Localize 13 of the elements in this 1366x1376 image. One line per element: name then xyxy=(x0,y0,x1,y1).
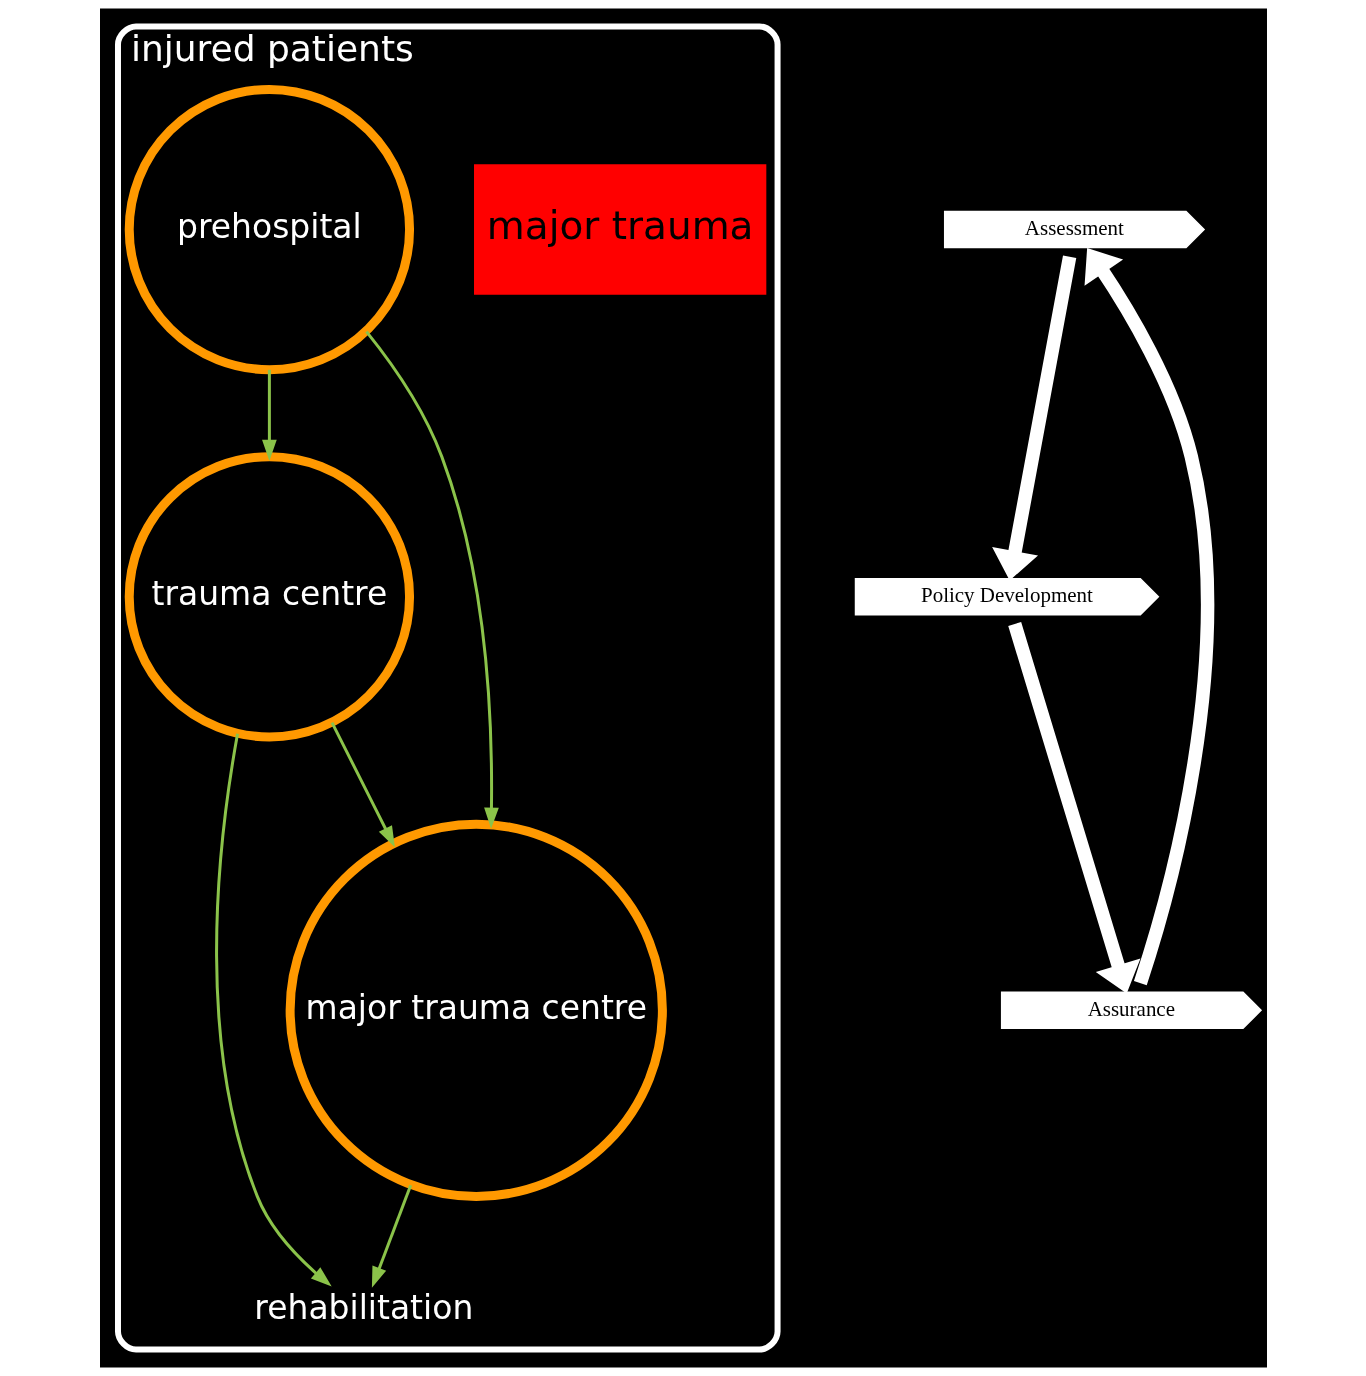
node-circle: trauma centre xyxy=(124,452,414,742)
arrow xyxy=(214,733,332,1287)
arrow xyxy=(1084,248,1214,986)
arrow xyxy=(1007,622,1140,994)
node-box: major trauma xyxy=(473,164,766,295)
node-circle: major trauma centre xyxy=(285,819,667,1201)
arrow xyxy=(261,369,277,461)
node-circle: prehospital xyxy=(124,84,414,375)
arrow xyxy=(991,255,1076,581)
node-text: rehabilitation xyxy=(253,1288,473,1327)
arrow xyxy=(364,330,499,829)
arrow xyxy=(330,721,395,848)
arrow xyxy=(371,1184,412,1288)
